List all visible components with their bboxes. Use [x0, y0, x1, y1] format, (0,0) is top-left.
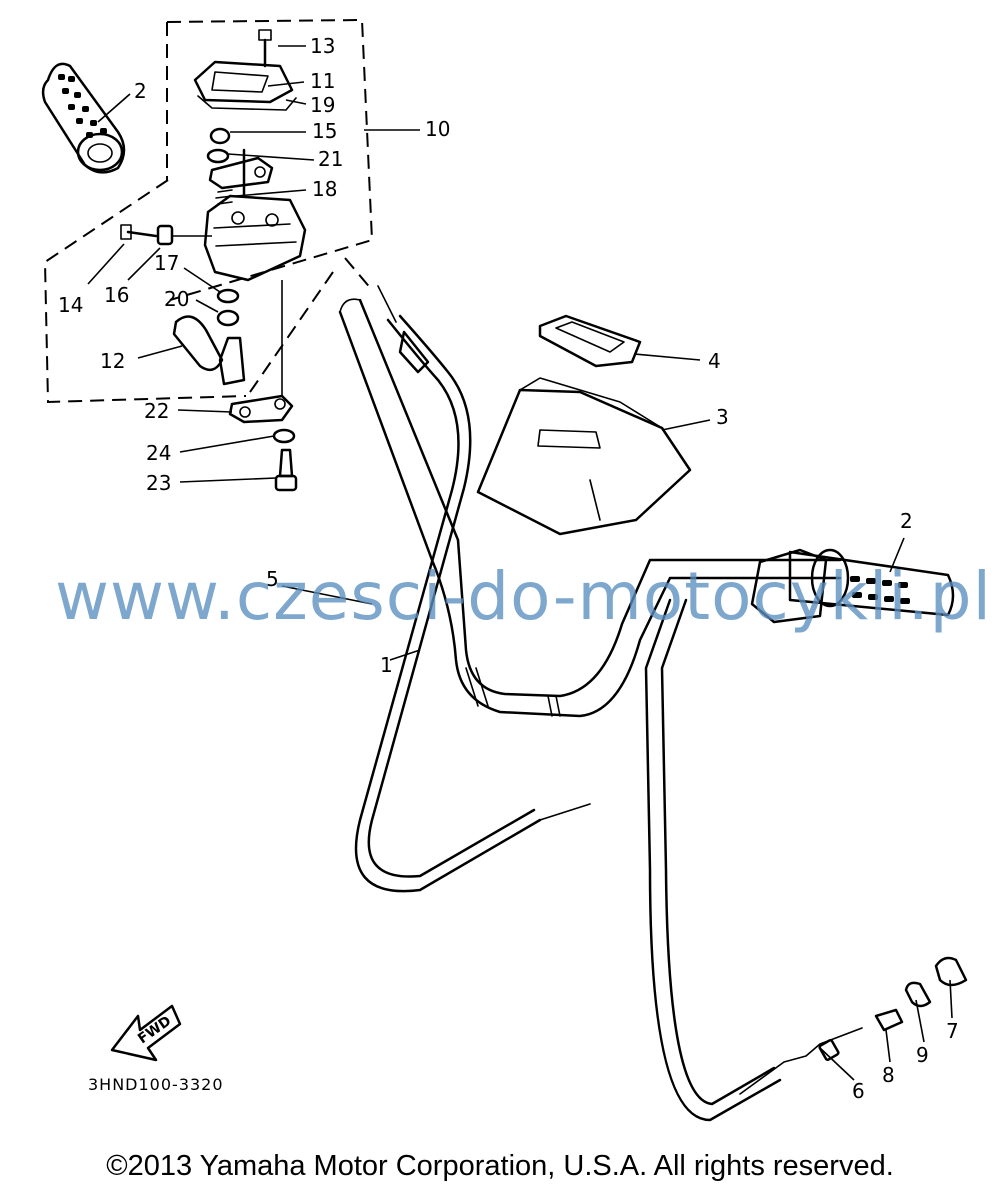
callout-6: 6 — [852, 1079, 865, 1103]
handlebar-cover-drawing — [476, 377, 692, 536]
callout-22: 22 — [144, 399, 169, 423]
callout-11: 11 — [310, 69, 335, 93]
callout-20: 20 — [164, 287, 189, 311]
brake-cable-drawing — [644, 598, 863, 1122]
callout-16: 16 — [104, 283, 129, 307]
small-parts-drawing — [874, 956, 968, 1032]
callout-21: 21 — [318, 147, 343, 171]
callout-17: 17 — [154, 251, 179, 275]
callout-19: 19 — [310, 93, 335, 117]
watermark: www.czesci-do-motocykli.pl — [55, 558, 992, 635]
callout-4: 4 — [708, 349, 721, 373]
callout-8: 8 — [882, 1063, 895, 1087]
callout-12: 12 — [100, 349, 125, 373]
callout-3: 3 — [716, 405, 729, 429]
callout-labels: 13 11 19 15 10 21 18 2 14 16 17 20 12 22… — [58, 34, 959, 1103]
left-grip-drawing — [41, 62, 126, 174]
cover-pad-drawing — [538, 314, 642, 368]
right-grip-drawing — [750, 548, 955, 624]
callout-15: 15 — [312, 119, 337, 143]
assembly-10-outline — [43, 18, 374, 404]
callout-23: 23 — [146, 471, 171, 495]
callout-2-right: 2 — [900, 509, 913, 533]
callout-14: 14 — [58, 293, 83, 317]
fwd-arrow-icon: FWD — [110, 1004, 182, 1062]
callout-18: 18 — [312, 177, 337, 201]
handlebar-drawing — [338, 298, 842, 718]
callout-2-left: 2 — [134, 79, 147, 103]
callout-9: 9 — [916, 1043, 929, 1067]
throttle-cable-drawing — [354, 285, 591, 893]
part-code: 3HND100-3320 — [88, 1075, 224, 1094]
callout-10: 10 — [425, 117, 450, 141]
callout-13: 13 — [310, 34, 335, 58]
lever-housing-drawing — [120, 29, 307, 492]
callout-7: 7 — [946, 1019, 959, 1043]
leader-lines — [87, 45, 953, 1081]
callout-1: 1 — [380, 653, 393, 677]
callout-24: 24 — [146, 441, 171, 465]
callout-5: 5 — [266, 567, 279, 591]
copyright-notice: ©2013 Yamaha Motor Corporation, U.S.A. A… — [106, 1150, 894, 1182]
